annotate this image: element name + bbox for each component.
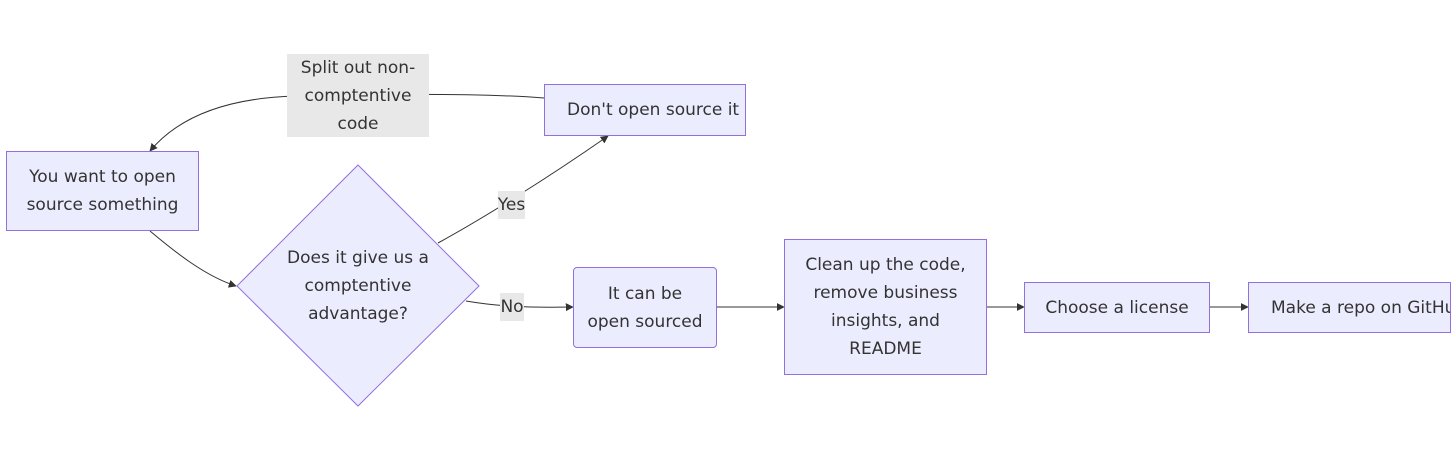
edge-label-split: Split out non-comptentive code (287, 54, 429, 137)
node-decision: Does it give us a comptentive advantage? (283, 243, 433, 329)
edge-label-no: No (500, 293, 524, 321)
node-repo-label: Make a repo on GitHub (1271, 297, 1451, 318)
edge-label-split-text: Split out non-comptentive code (300, 57, 416, 134)
decision-diamond (236, 164, 480, 407)
node-can-open-label: It can be open sourced (587, 283, 703, 332)
edge-label-yes: Yes (498, 191, 525, 219)
edge-start-to-decision (149, 230, 237, 288)
edge-decision-yes (437, 135, 609, 244)
node-start-label: You want to open source something (26, 167, 179, 215)
node-dont-open: Don't open source it (544, 84, 746, 136)
node-decision-label: Does it give us a comptentive advantage? (287, 248, 429, 324)
node-cleanup: Clean up the code, remove business insig… (784, 239, 987, 375)
node-dont-open-label: Don't open source it (567, 100, 740, 120)
node-license-label: Choose a license (1045, 297, 1189, 318)
node-can-open: It can be open sourced (573, 267, 717, 348)
edge-label-no-text: No (500, 297, 524, 317)
node-cleanup-label: Clean up the code, remove business insig… (805, 255, 966, 359)
node-start: You want to open source something (6, 151, 199, 231)
node-repo: Make a repo on GitHub (1248, 282, 1451, 333)
edge-label-yes-text: Yes (497, 195, 526, 215)
node-license: Choose a license (1024, 282, 1210, 333)
